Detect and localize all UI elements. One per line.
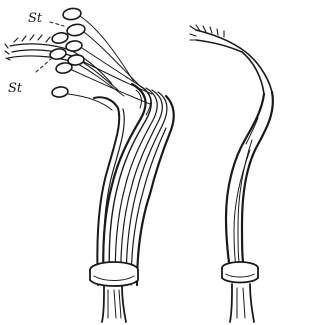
left-stem bbox=[102, 286, 126, 322]
right-stigma-fringe bbox=[190, 25, 272, 94]
stigma-label-upper: St bbox=[28, 11, 43, 26]
left-specimen: St St bbox=[5, 7, 174, 322]
left-style-bundle bbox=[103, 84, 173, 285]
left-anthers bbox=[49, 7, 152, 110]
right-column bbox=[226, 92, 273, 270]
right-specimen bbox=[190, 25, 273, 322]
right-collar-ring bbox=[222, 262, 258, 283]
left-collar-ring bbox=[90, 262, 138, 286]
right-stem bbox=[230, 284, 254, 322]
stigma-label-lower: St bbox=[8, 81, 23, 96]
